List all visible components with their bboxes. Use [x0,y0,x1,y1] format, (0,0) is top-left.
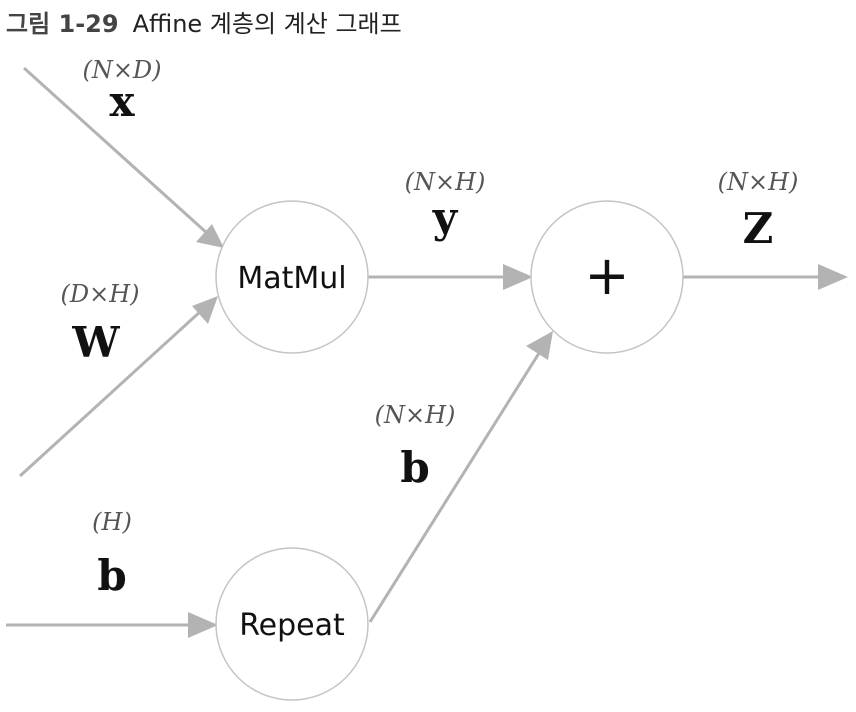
b-in-shape-label: (H) [92,508,132,536]
x-shape-label: (N×D) [82,56,161,84]
node-matmul: MatMul [215,200,369,354]
figure-title: Affine 계층의 계산 그래프 [132,10,402,38]
w-shape-label: (D×H) [60,280,139,308]
z-shape-label: (N×H) [718,168,799,196]
y-shape-label: (N×H) [405,168,486,196]
edge-w [18,296,218,478]
node-add-label: + [584,244,629,307]
x-variable-label: x [109,77,135,126]
w-variable-label: W [71,318,120,367]
edge-y [368,264,533,290]
y-variable-label: y [432,193,459,242]
node-matmul-label: MatMul [237,261,346,296]
figure-number: 그림 1-29 [6,10,119,38]
node-add: + [530,200,684,354]
z-variable-label: z [743,204,774,253]
edge-b-repeat [368,331,553,623]
b-repeat-variable-label: b [400,443,429,492]
edge-x [22,66,224,248]
b-repeat-shape-label: (N×H) [375,401,456,429]
edge-z [683,264,848,290]
b-in-variable-label: b [97,551,126,600]
edge-b-in [6,612,218,638]
node-repeat-label: Repeat [239,608,345,643]
figure-caption: 그림 1-29 Affine 계층의 계산 그래프 [6,4,402,39]
node-repeat: Repeat [215,547,369,701]
